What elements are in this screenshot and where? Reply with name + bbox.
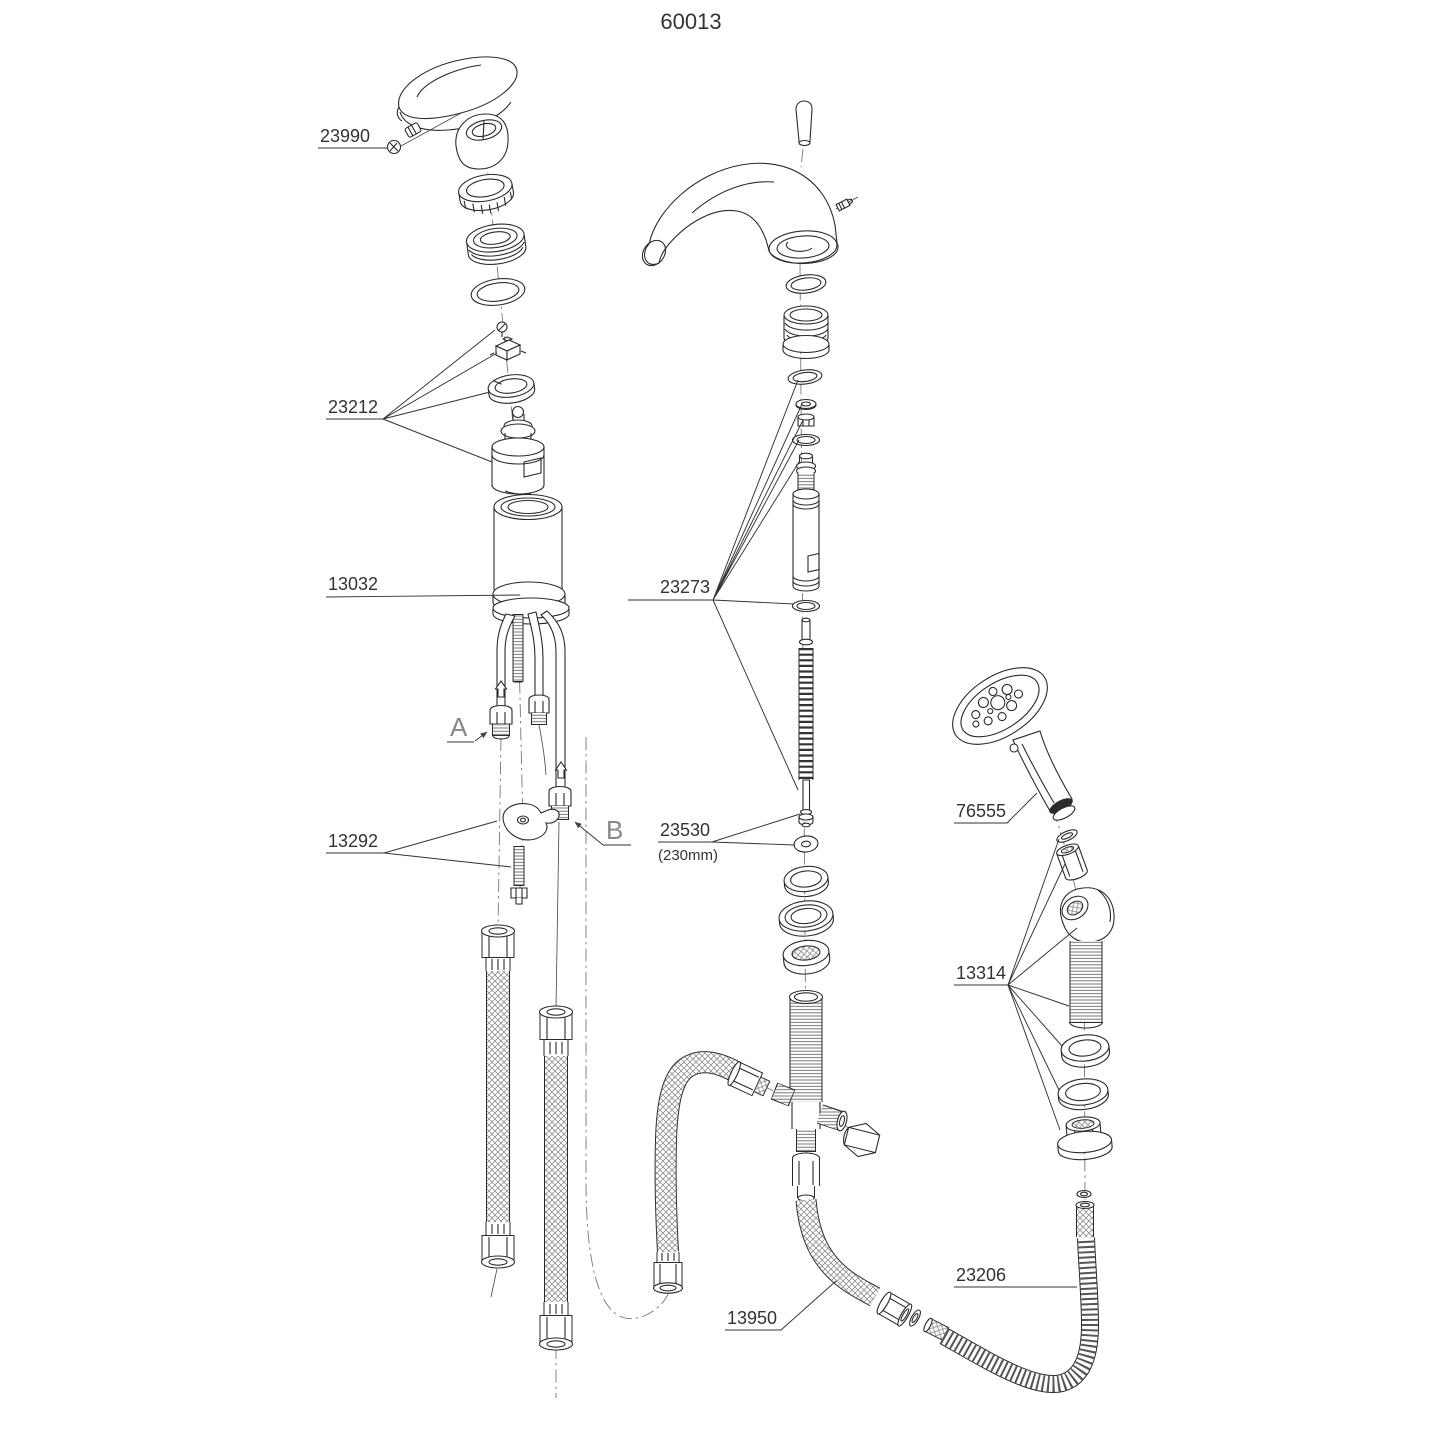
o-ring-handle <box>470 278 526 306</box>
spout-o-ring-mid <box>787 369 823 385</box>
hex-cap <box>843 1122 881 1158</box>
cartridge <box>491 405 545 495</box>
spout-hub <box>782 305 830 360</box>
lift-rod-washer <box>793 835 819 853</box>
stop-ring <box>487 374 536 404</box>
callout-handle-screw: 23990 <box>320 126 370 146</box>
shower-connector-nut <box>1056 843 1088 881</box>
callout-cartridge-kit: 23212 <box>328 397 378 417</box>
hose-13950 <box>795 1198 950 1341</box>
handle-ferrule <box>404 122 422 138</box>
diverter-o-ring-low <box>791 599 821 613</box>
tee-hose <box>652 1051 771 1294</box>
callout-shank-kit: 13314 <box>956 963 1006 983</box>
diverter-nut <box>797 413 815 427</box>
mounting-stud <box>510 846 528 905</box>
cartridge-retainer <box>489 336 527 361</box>
shank-washer <box>1057 1078 1109 1111</box>
threaded-shank-center <box>788 989 824 1102</box>
callout-mounting-kit: 13292 <box>328 831 378 851</box>
supply-tubes <box>489 610 572 1009</box>
cartridge-screw <box>496 321 508 337</box>
callout-diverter-kit: 23273 <box>660 577 710 597</box>
shank-mounting-nut <box>1057 1116 1113 1161</box>
callout-shower-hose: 23206 <box>956 1265 1006 1285</box>
hand-shower <box>952 667 1076 821</box>
callout-leaders <box>318 147 1078 1331</box>
tee-fitting <box>770 1082 848 1152</box>
threaded-shank-right <box>1068 941 1104 1029</box>
diverter-washer <box>795 398 817 411</box>
mounting-collar <box>465 223 527 265</box>
callout-valve-body: 13032 <box>328 574 378 594</box>
shower-hose-23206 <box>939 1189 1100 1394</box>
valve-body <box>492 493 570 625</box>
callout-lift-rod-length: (230mm) <box>658 847 718 864</box>
shower-washer <box>1056 829 1078 843</box>
mounting-bracket <box>502 803 560 841</box>
gasket-ring-3 <box>782 939 831 975</box>
dome-cap <box>455 113 509 170</box>
callout-hand-shower: 76555 <box>956 801 1006 821</box>
lift-rod <box>798 617 814 828</box>
supply-hose-left <box>480 924 516 1298</box>
spout-o-ring-top <box>785 274 827 294</box>
gasket-ring-1 <box>783 865 829 898</box>
callout-lift-rod: 23530 <box>660 820 710 840</box>
diverter-o-ring-up <box>791 433 821 447</box>
handle-screw <box>386 139 402 155</box>
spout <box>641 162 859 267</box>
diverter-knob <box>795 100 813 147</box>
lock-ring <box>458 173 515 214</box>
callout-supply-hose: 13950 <box>727 1308 777 1328</box>
faucet-handle <box>396 56 518 131</box>
callout-port-a: A <box>450 712 468 742</box>
drawing-number: 60013 <box>660 9 721 34</box>
shower-elbow <box>1059 887 1115 943</box>
diverter-valve <box>792 452 820 592</box>
gasket-ring-2 <box>778 900 834 937</box>
callout-port-b: B <box>606 815 623 845</box>
tee-bottom-nut <box>791 1152 821 1202</box>
supply-hose-middle <box>538 1005 574 1351</box>
shank-gasket <box>1060 1034 1111 1068</box>
